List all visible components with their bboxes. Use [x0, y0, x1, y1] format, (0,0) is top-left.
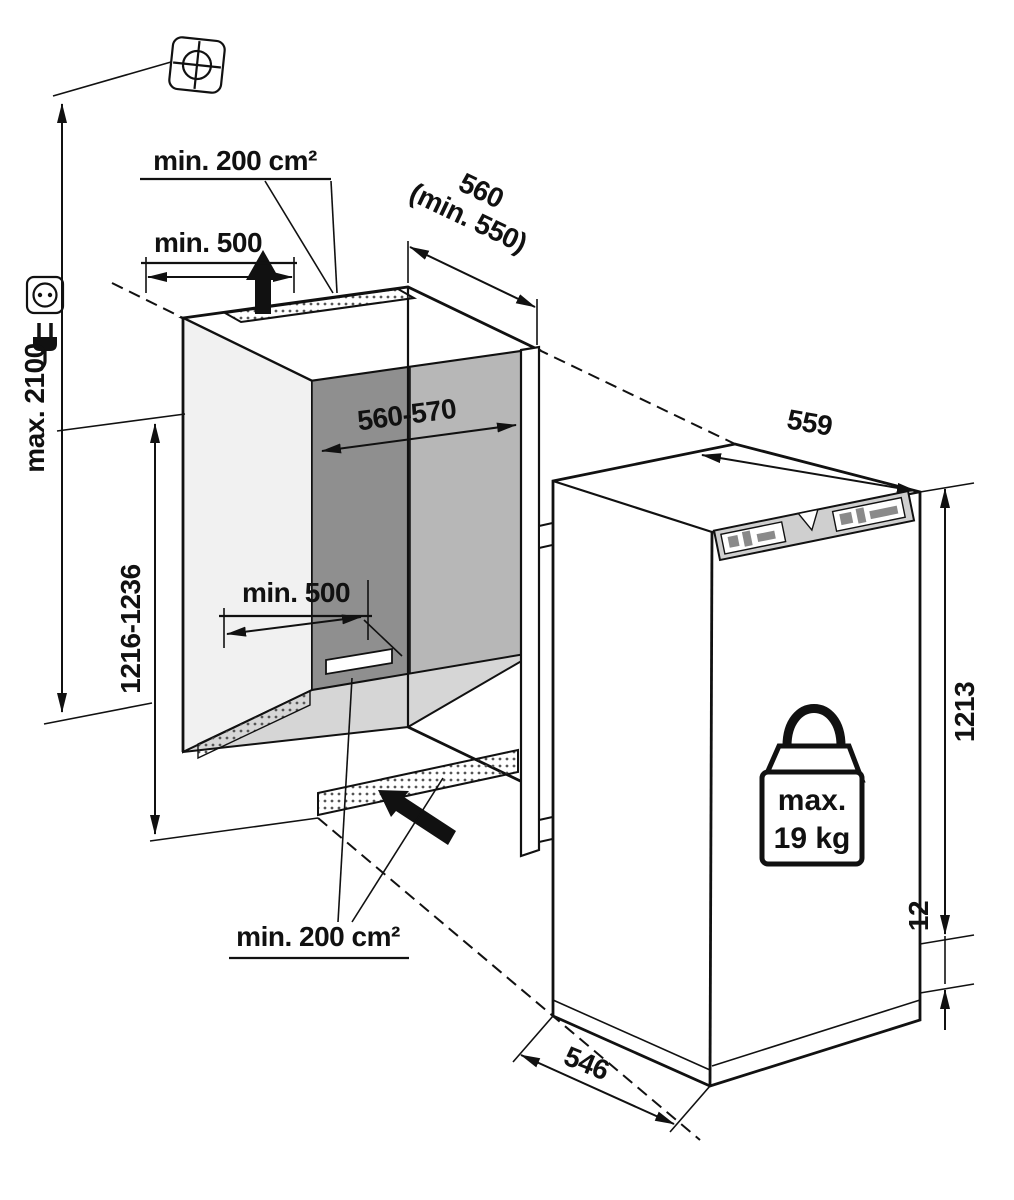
appliance-depth-text: 546	[560, 1040, 614, 1086]
control-panel-glyphs	[727, 505, 899, 548]
wall-fixing-cross-icon	[52, 36, 226, 97]
top-clearance-text: min. 500	[154, 227, 262, 258]
control-panel-notch	[797, 508, 819, 532]
appliance-width-dimension: 559	[701, 403, 917, 493]
airflow-up-arrow	[246, 250, 280, 314]
niche-housing	[178, 285, 542, 817]
niche-height-text: 1216-1236	[115, 564, 146, 693]
bottom-gap-text: 12	[903, 901, 934, 931]
top-clearance-dimension: min. 500	[141, 227, 297, 293]
power-outlet-icon	[25, 275, 65, 315]
max-door-weight-icon: max. 19 kg	[759, 704, 866, 867]
niche-left-inner-wall	[182, 316, 313, 754]
power-plug-icon	[31, 323, 57, 372]
ceiling-height-label: max. 2100	[19, 343, 50, 472]
bottom-vent-strip	[317, 748, 519, 817]
niche-height-dimension: 1216-1236	[56, 413, 319, 842]
bottom-vent-label: min. 200 cm²	[229, 677, 444, 960]
appliance-height-dimension: 1213 12	[903, 482, 980, 1030]
bottom-clearance-text: min. 500	[242, 577, 350, 608]
floor-vent-cutout	[325, 647, 393, 676]
top-vent-label: min. 200 cm²	[140, 145, 338, 294]
bottom-clearance-dimension: min. 500	[219, 577, 403, 657]
front-vent-strip	[197, 689, 311, 760]
door-weight-text-1: max.	[778, 784, 846, 817]
appliance-height-text: 1213	[949, 682, 980, 742]
top-vent-text: min. 200 cm²	[153, 145, 317, 176]
door-weight-text-2: 19 kg	[774, 822, 851, 855]
ceiling-height-dimension: max. 2100	[19, 103, 153, 725]
appliance: max. 19 kg	[551, 442, 922, 1088]
airflow-in-arrow	[378, 790, 456, 845]
bottom-vent-text: min. 200 cm²	[236, 921, 400, 952]
door-mounting-panel	[519, 345, 558, 858]
projection-lines	[111, 282, 736, 1141]
control-panel	[712, 489, 916, 562]
appliance-width-text: 559	[785, 403, 835, 441]
